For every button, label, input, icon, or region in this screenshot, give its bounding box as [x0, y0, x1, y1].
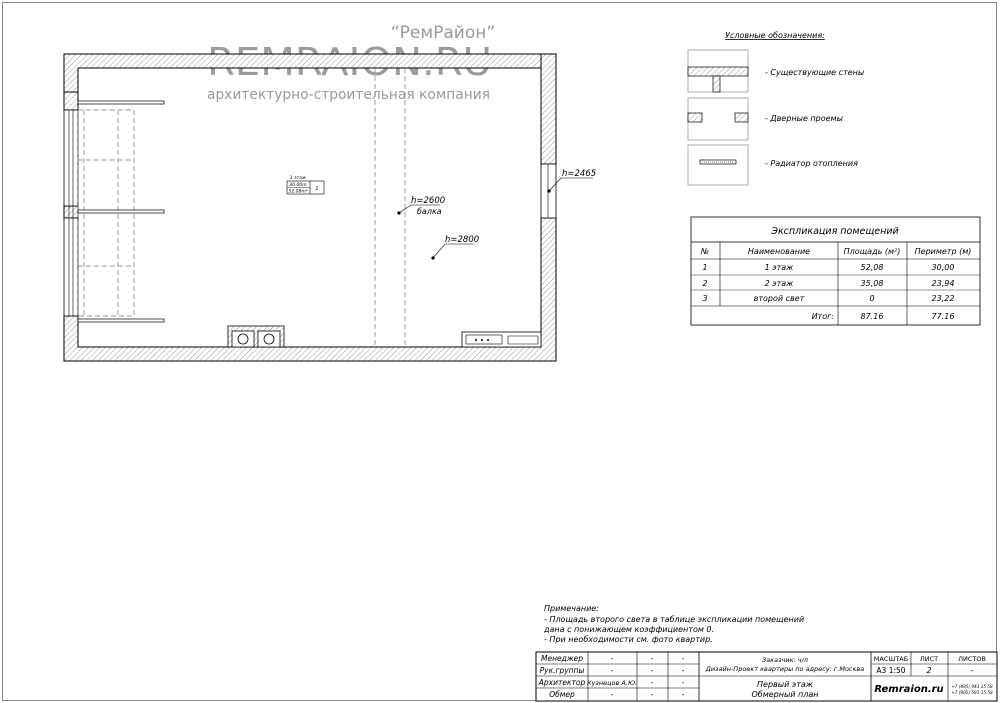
legend-radiator-label: - Радиатор отопления	[765, 159, 858, 168]
wall-left-upper	[63, 91, 79, 111]
explication-title: Экспликация помещений	[770, 226, 898, 237]
legend-walls-label: - Существующие стены	[765, 68, 864, 77]
explication-row-1-name: 1 этаж	[765, 263, 795, 272]
role-architect: Архитектор	[538, 678, 586, 687]
customer-text: Заказчик: ч/л	[762, 656, 808, 664]
explication-header-name: Наименование	[748, 247, 810, 256]
notes-title: Примечание:	[544, 604, 599, 613]
explication-total-label: Итог:	[812, 312, 835, 321]
sheet-title-1: Первый этаж	[757, 680, 814, 689]
sheets-label: ЛИСТОВ	[958, 655, 986, 663]
explication-row-3-name: второй свет	[754, 294, 805, 303]
role-manager: Менеджер	[541, 654, 583, 663]
floor-plan: 1 этаж 30.00m 52.08m² 1 h=2465 h=2600 ба…	[63, 53, 596, 362]
explication-row-3-area: 0	[869, 294, 874, 303]
explication-row-2-name: 2 этаж	[765, 279, 795, 288]
scale-label: МАСШТАБ	[874, 655, 908, 663]
notes-line-3: - При необходимости см. фото квартир.	[544, 635, 713, 644]
sign-2: -	[651, 666, 654, 675]
radiator-symbol-icon	[687, 144, 749, 186]
height-window-label: h=2465	[562, 169, 596, 179]
legend-title: Условные обозначения:	[725, 31, 825, 40]
window-left-lower	[63, 217, 79, 317]
explication-header-perimeter: Периметр (м)	[915, 247, 972, 256]
role-group-lead: Рук.группы	[540, 666, 585, 675]
company-name: Remraion.ru	[874, 684, 943, 695]
wall-left-middle	[63, 205, 79, 219]
sign-4: -	[651, 690, 654, 699]
explication-table: Экспликация помещений № Наименование Пло…	[690, 216, 981, 326]
explication-row-3-perimeter: 23,22	[932, 294, 955, 303]
date-3: -	[682, 678, 685, 687]
room-tag-number: 1	[315, 186, 318, 192]
date-2: -	[682, 666, 685, 675]
wall-right-upper	[540, 53, 557, 165]
sign-1: -	[651, 654, 654, 663]
explication-row-3-number: 3	[702, 294, 707, 303]
room-tag-perimeter: 30.00m	[289, 182, 307, 188]
legend-doors-label: - Дверные проемы	[765, 114, 843, 123]
height-marker-room: h=2800	[431, 235, 479, 260]
explication-row-2-area: 35,08	[861, 279, 884, 288]
notes-line-2: дана с понижающем коэффициентом 0.	[543, 625, 714, 634]
upper-outline	[77, 68, 406, 347]
explication-row-1-area: 52,08	[861, 263, 884, 272]
explication-row-2-number: 2	[702, 279, 707, 288]
sheet-title-2: Обмерный план	[751, 690, 818, 699]
sign-3: -	[651, 678, 654, 687]
title-block: Менеджер Рук.группы Архитектор Обмер - -…	[535, 651, 998, 702]
logo-tagline: архитектурно-строительная компания	[207, 87, 490, 103]
legend: Условные обозначения: - Существующие сте…	[687, 31, 864, 186]
phone-1: +7 (495) 943 15 58	[951, 684, 993, 689]
explication-header-number: №	[700, 247, 709, 256]
name-group-lead: -	[611, 666, 614, 675]
sheet-label: ЛИСТ	[920, 655, 938, 663]
explication-row-1-perimeter: 30,00	[932, 263, 955, 272]
logo-brand-quoted: “РемРайон”	[391, 23, 495, 43]
wall-symbol-icon	[687, 49, 749, 93]
door-symbol-icon	[687, 97, 749, 141]
radiators	[77, 100, 165, 323]
room-tag: 1 этаж 30.00m 52.08m² 1	[286, 175, 325, 195]
name-measurer: -	[611, 690, 614, 699]
name-manager: -	[611, 654, 614, 663]
date-4: -	[682, 690, 685, 699]
height-room-label: h=2800	[445, 235, 479, 245]
scale-value: А3 1:50	[876, 666, 905, 675]
height-beam-label: h=2600	[411, 196, 445, 206]
kitchen-counter	[461, 331, 542, 348]
vent-shafts	[227, 325, 285, 348]
project-text: Дизайн-Проект квартиры по адресу: г.Моск…	[705, 665, 864, 673]
window-left-upper	[63, 109, 79, 207]
name-architect: Кузнецов А.Ю.	[587, 679, 637, 687]
explication-row-1-number: 1	[702, 263, 707, 272]
room-tag-floor: 1 этаж	[290, 175, 307, 181]
room-tag-area: 52.08m²	[288, 189, 307, 195]
date-1: -	[682, 654, 685, 663]
explication-total-area: 87.16	[861, 312, 884, 321]
role-measurer: Обмер	[549, 690, 575, 699]
height-marker-window: h=2465	[547, 169, 596, 193]
notes: Примечание: - Площадь второго света в та…	[543, 604, 804, 644]
sheets-value: -	[971, 666, 974, 675]
sheet-value: 2	[926, 666, 931, 675]
beam-label: балка	[417, 207, 442, 216]
explication-row-2-perimeter: 23,94	[932, 279, 955, 288]
phone-2: +7 (905) 593 15 58	[951, 690, 993, 695]
explication-total-perimeter: 77.16	[932, 312, 955, 321]
explication-header-area: Площадь (м²)	[844, 247, 901, 256]
notes-line-1: - Площадь второго света в таблице экспли…	[544, 615, 804, 624]
height-marker-beam: h=2600 балка	[397, 196, 445, 216]
